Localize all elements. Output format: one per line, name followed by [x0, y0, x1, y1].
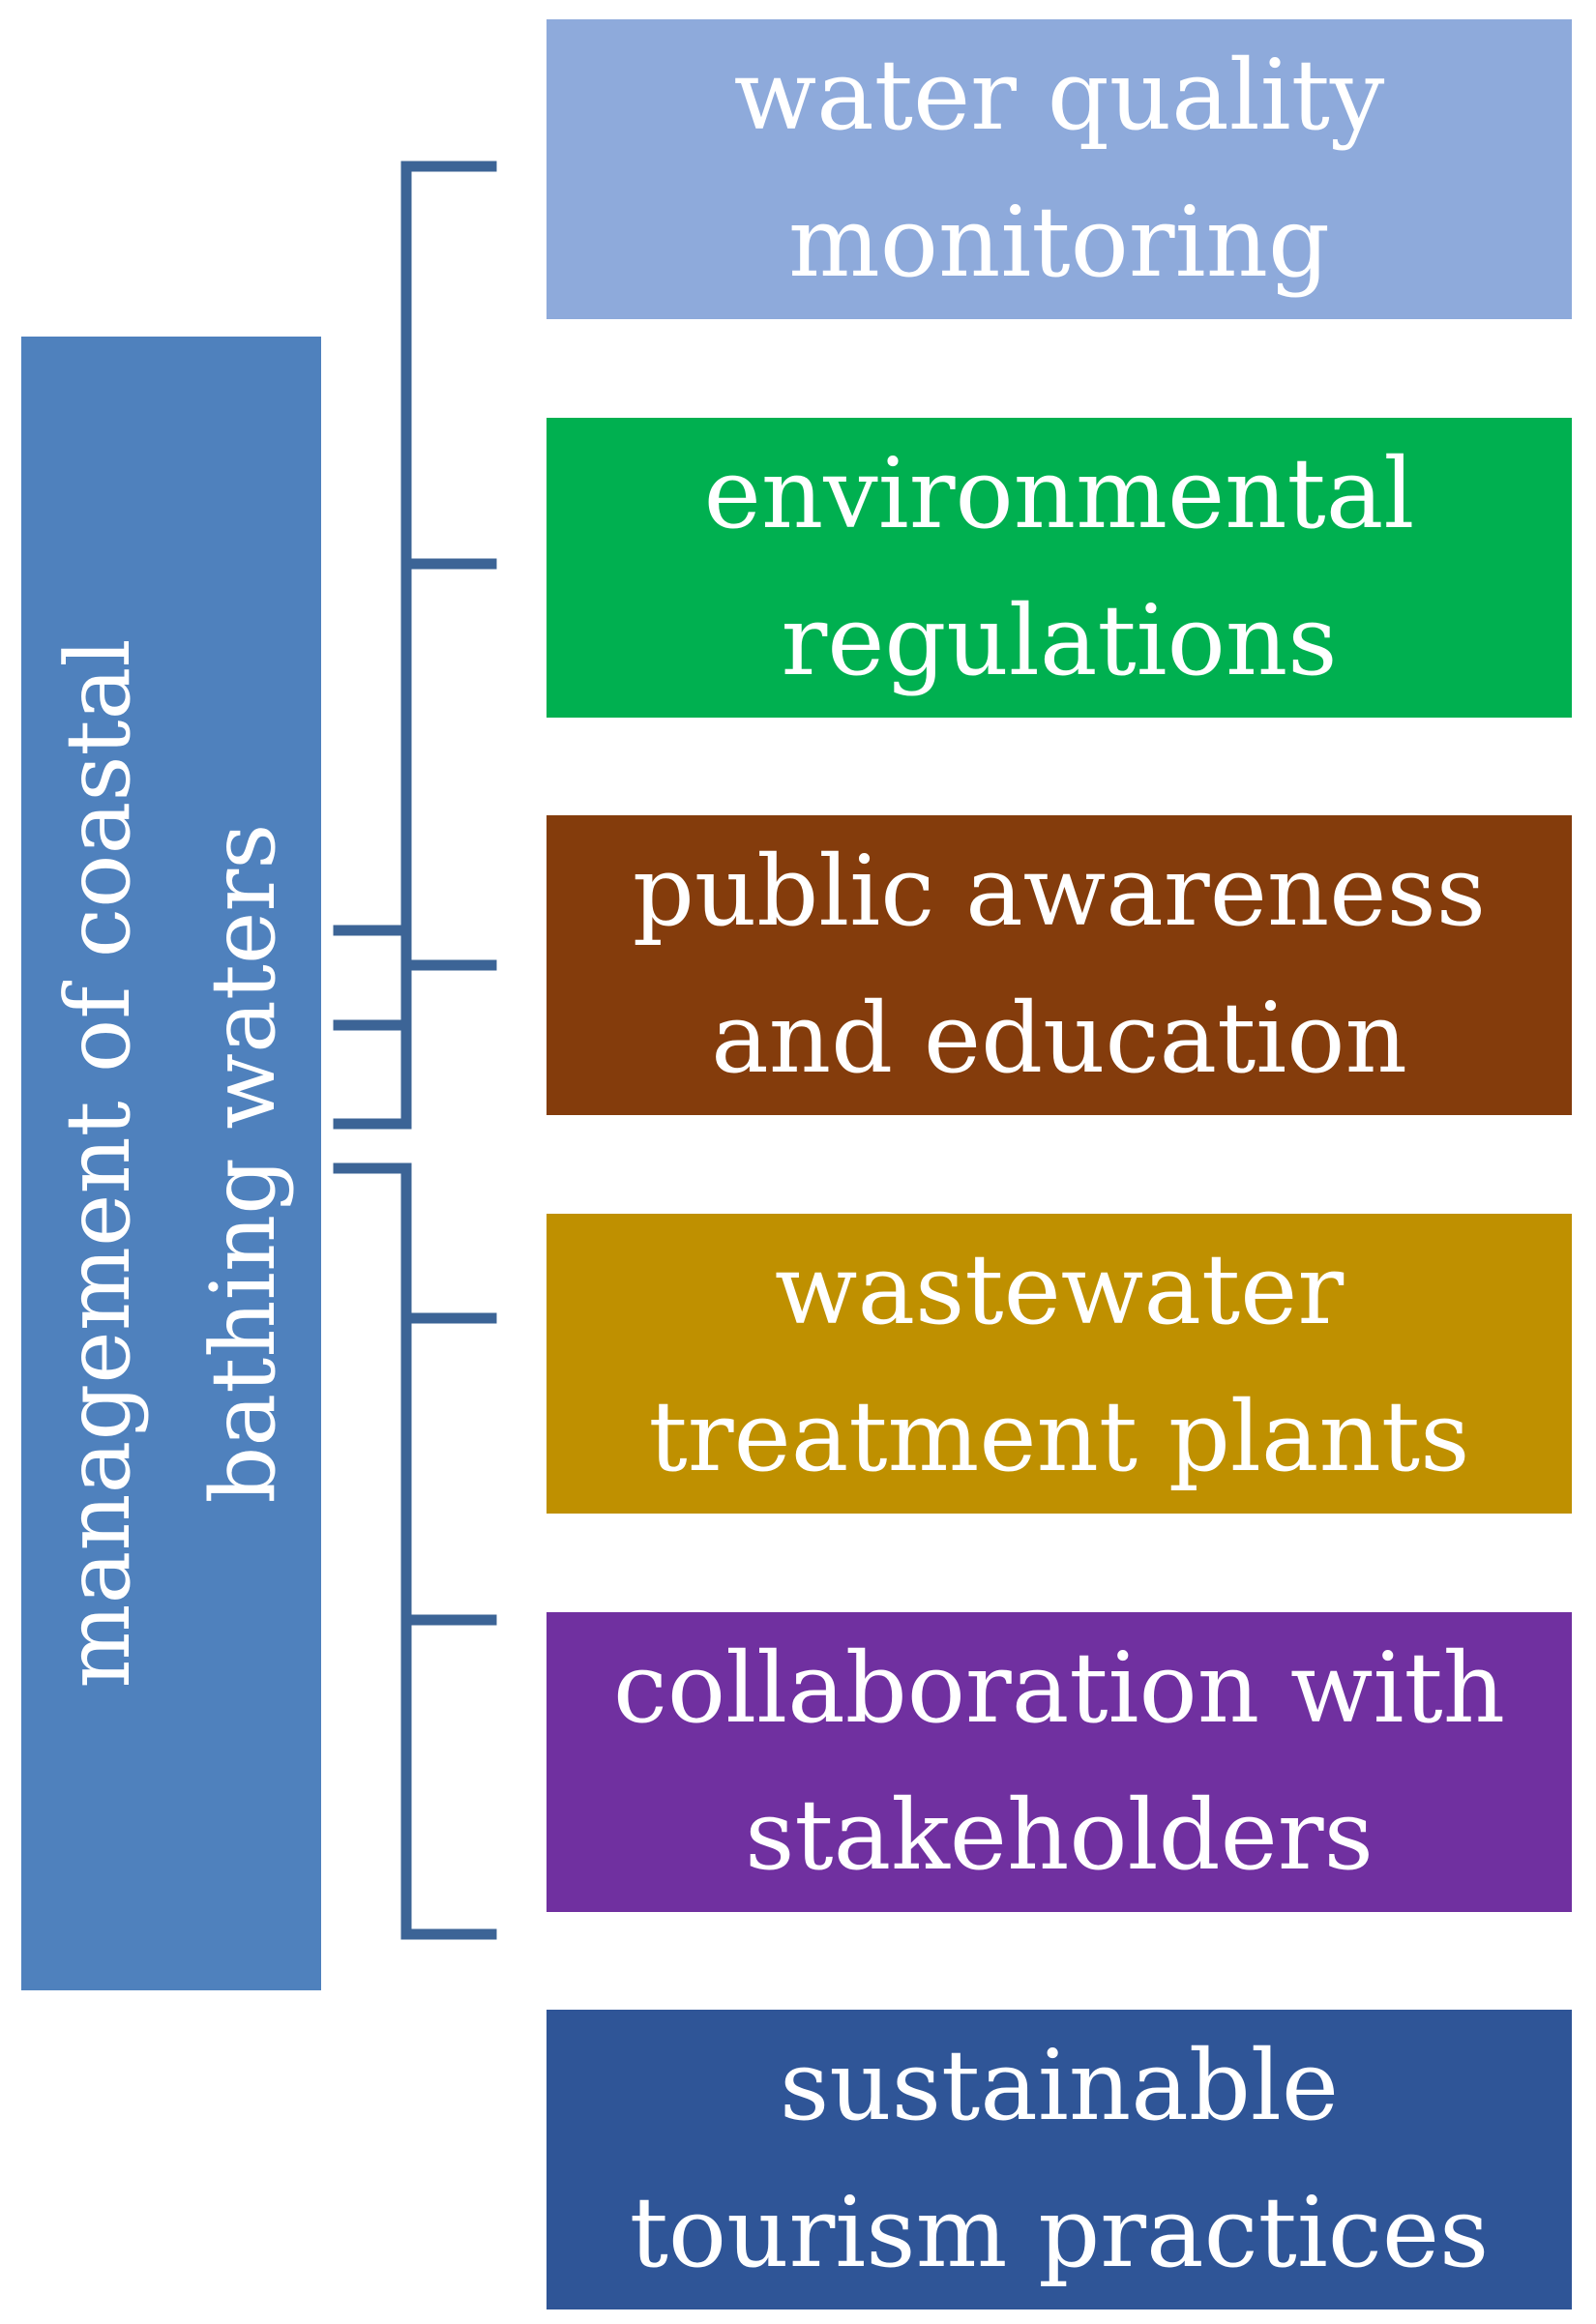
category-wastewater-treatment: wastewater treatment plants	[547, 1214, 1572, 1514]
category-label: water quality monitoring	[733, 39, 1385, 299]
category-water-quality-monitoring: water quality monitoring	[547, 19, 1572, 319]
category-collaboration-stakeholders: collaboration with stakeholders	[547, 1612, 1572, 1912]
category-label: sustainable tourism practices	[629, 2029, 1490, 2289]
root-node-label: management of coastal bathing waters	[46, 638, 295, 1689]
category-environmental-regulations: environmental regulations	[547, 418, 1572, 718]
category-public-awareness: public awareness and education	[547, 815, 1572, 1115]
upper-bracket	[333, 161, 497, 1130]
connector-lines	[333, 161, 497, 1940]
category-label: collaboration with stakeholders	[612, 1632, 1506, 1892]
category-sustainable-tourism: sustainable tourism practices	[547, 2010, 1572, 2309]
category-label: public awareness and education	[632, 835, 1487, 1095]
category-label: environmental regulations	[703, 437, 1415, 697]
root-node	[21, 337, 321, 1990]
category-label: wastewater treatment plants	[648, 1233, 1470, 1493]
lower-bracket	[333, 1162, 497, 1940]
